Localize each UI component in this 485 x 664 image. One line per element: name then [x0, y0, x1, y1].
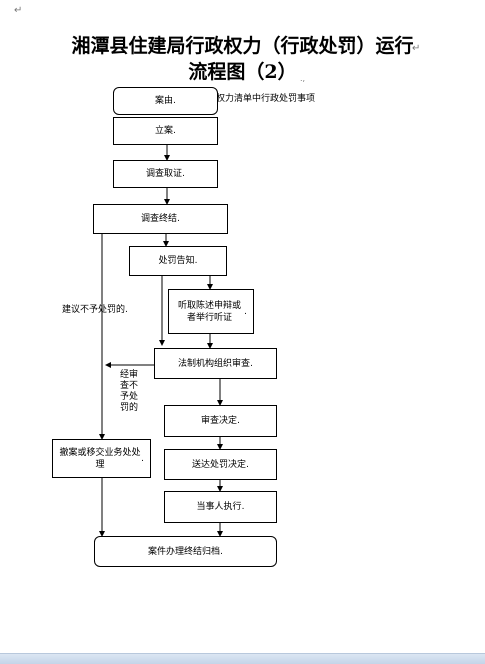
step-investigate: 调查取证. [113, 160, 218, 188]
step-penalty-notice: 处罚告知. [129, 246, 227, 276]
step-label: 听取陈述申辩或者举行听证 [178, 300, 242, 323]
step-label: 当事人执行 [196, 502, 242, 512]
caption-text: 权力清单中行政处罚事项 [216, 94, 316, 104]
step-label: 立案 [155, 126, 174, 136]
paragraph-mark: ↵ [412, 43, 421, 54]
step-deliver-decision: 送达处罚决定. [164, 449, 277, 480]
no-penalty-label: 建议不予处罚的. [62, 305, 128, 315]
title-line-1: 湘潭县住建局行政权力（行政处罚）运行 [71, 35, 414, 57]
step-legal-review: 法制机构组织审查. [154, 348, 277, 379]
step-label: 案由 [155, 96, 174, 106]
window-status-bar [0, 653, 485, 664]
title-line-2: 流程图（2） [188, 61, 297, 83]
step-label: 处罚告知 [158, 256, 195, 266]
step-label: 案件办理终结归档 [148, 546, 221, 557]
paragraph-mark: ., [300, 74, 306, 83]
paragraph-mark: ↵ [14, 5, 23, 16]
step-label: 调查终结 [141, 214, 178, 224]
step-review-decision: 审查决定. [164, 405, 277, 437]
step-investigation-end: 调查终结. [93, 204, 228, 234]
step-file-case: 立案. [113, 117, 218, 145]
step-label: 审查决定 [201, 416, 238, 426]
step-withdraw-transfer: 撤案或移交业务处处理. [52, 439, 151, 478]
step-label: 调查取证 [146, 169, 183, 179]
step-case-cause: 案由. [113, 87, 218, 115]
review-no-penalty-label: 经审 查不 予处 罚的 [119, 370, 138, 413]
step-party-execute: 当事人执行. [164, 491, 277, 523]
step-label: 撤案或移交业务处处理 [59, 447, 141, 470]
step-label: 送达处罚决定 [192, 459, 247, 470]
step-archive: 案件办理终结归档. [94, 536, 277, 567]
step-label: 法制机构组织审查 [178, 358, 251, 369]
step-hearing: 听取陈述申辩或者举行听证. [168, 289, 254, 334]
